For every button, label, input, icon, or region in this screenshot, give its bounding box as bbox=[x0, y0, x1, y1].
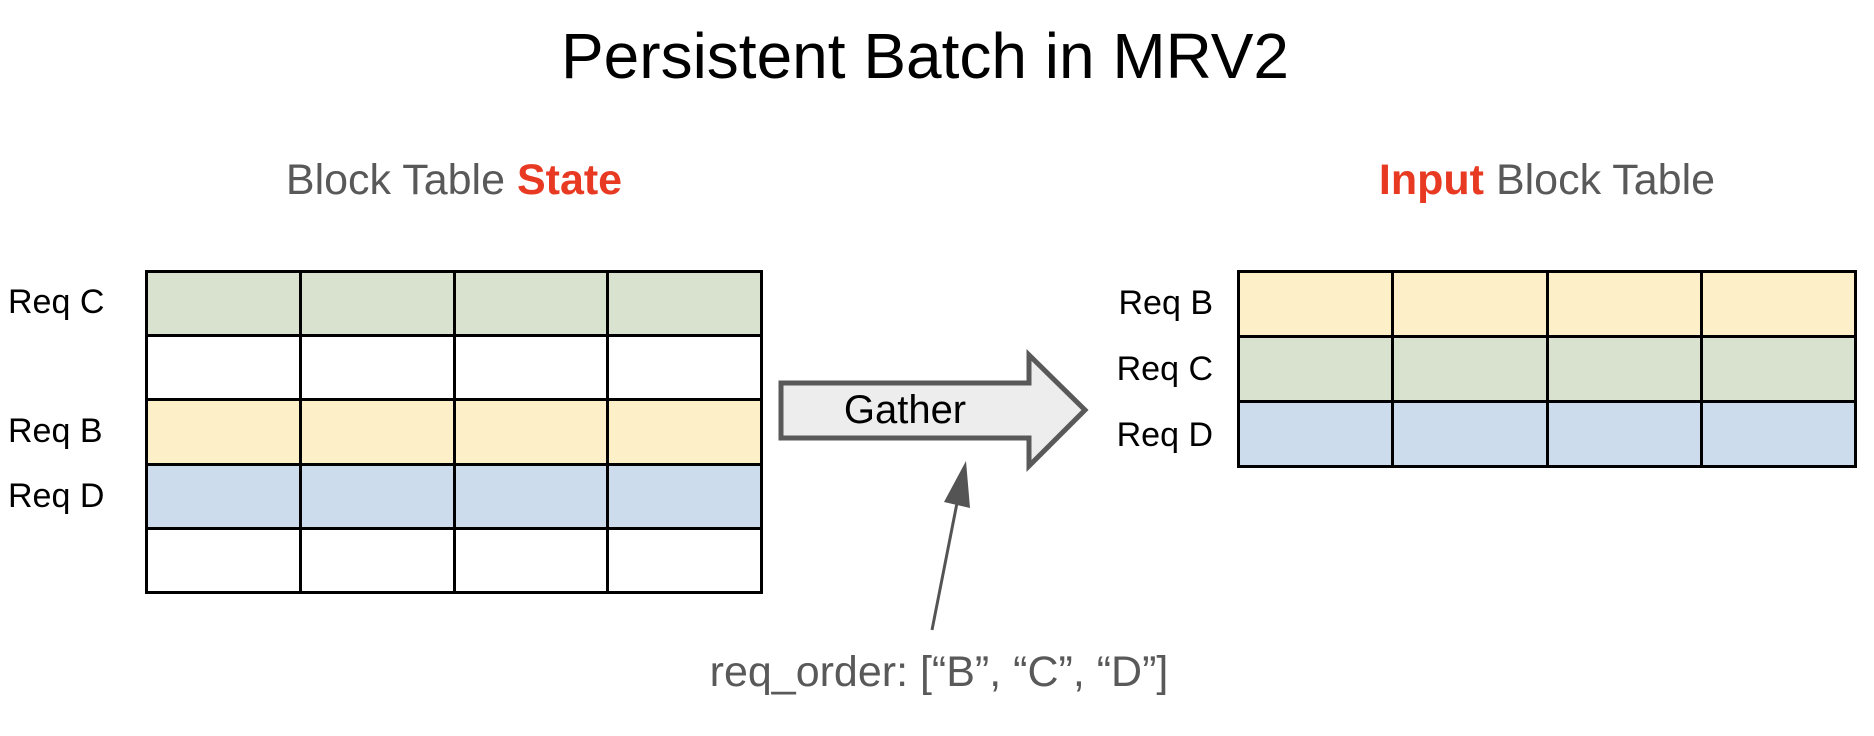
block-cell bbox=[301, 401, 453, 463]
right-table-row-labels: Req B Req C Req D bbox=[1063, 270, 1213, 468]
block-cell bbox=[148, 529, 299, 591]
block-cell bbox=[455, 465, 607, 527]
block-cell bbox=[1394, 403, 1546, 465]
block-cell bbox=[609, 273, 760, 335]
row-label bbox=[8, 335, 138, 400]
row-label: Req C bbox=[8, 282, 105, 321]
block-cell bbox=[1240, 403, 1392, 465]
block-cell bbox=[455, 401, 607, 463]
left-table-row-labels: Req C Req B Req D bbox=[8, 270, 138, 594]
right-table-heading: Input Block Table bbox=[1237, 150, 1857, 210]
row-label: Req B bbox=[1118, 283, 1214, 322]
left-heading-normal-text: Block Table bbox=[285, 156, 517, 204]
block-cell bbox=[301, 465, 453, 527]
block-cell bbox=[1394, 273, 1546, 335]
block-cell bbox=[1548, 403, 1700, 465]
block-cell bbox=[148, 465, 299, 527]
block-cell bbox=[1702, 338, 1854, 400]
row-label: Req B bbox=[8, 412, 103, 451]
row-label: Req C bbox=[1116, 349, 1213, 388]
block-cell bbox=[301, 529, 453, 591]
block-cell bbox=[609, 401, 760, 463]
block-cell bbox=[1394, 338, 1546, 400]
req-order-annotation: req_order: [“B”, “C”, “D”] bbox=[709, 648, 1169, 696]
block-cell bbox=[148, 273, 299, 335]
input-block-table bbox=[1237, 270, 1857, 468]
block-table-state bbox=[145, 270, 763, 594]
block-cell bbox=[301, 273, 453, 335]
row-label: Req D bbox=[8, 477, 105, 516]
block-cell bbox=[609, 529, 760, 591]
right-heading-highlight-text: Input bbox=[1378, 156, 1484, 204]
left-table-heading: Block Table State bbox=[145, 150, 763, 210]
right-heading-normal-text: Block Table bbox=[1484, 156, 1716, 204]
block-cell bbox=[1702, 273, 1854, 335]
left-heading-highlight-text: State bbox=[516, 156, 623, 204]
block-cell bbox=[455, 529, 607, 591]
block-cell bbox=[148, 337, 299, 399]
block-cell bbox=[301, 337, 453, 399]
gather-label: Gather bbox=[843, 388, 967, 432]
block-cell bbox=[455, 273, 607, 335]
block-cell bbox=[1702, 403, 1854, 465]
diagram-title: Persistent Batch in MRV2 bbox=[560, 20, 1290, 92]
annotation-arrow-head-icon bbox=[944, 461, 970, 508]
block-cell bbox=[455, 337, 607, 399]
block-cell bbox=[609, 337, 760, 399]
block-cell bbox=[1548, 273, 1700, 335]
block-cell bbox=[1240, 338, 1392, 400]
row-label bbox=[8, 529, 138, 594]
block-cell bbox=[1240, 273, 1392, 335]
block-cell bbox=[148, 401, 299, 463]
block-cell bbox=[609, 465, 760, 527]
annotation-arrow-line bbox=[930, 502, 959, 631]
block-cell bbox=[1548, 338, 1700, 400]
row-label: Req D bbox=[1116, 415, 1213, 454]
